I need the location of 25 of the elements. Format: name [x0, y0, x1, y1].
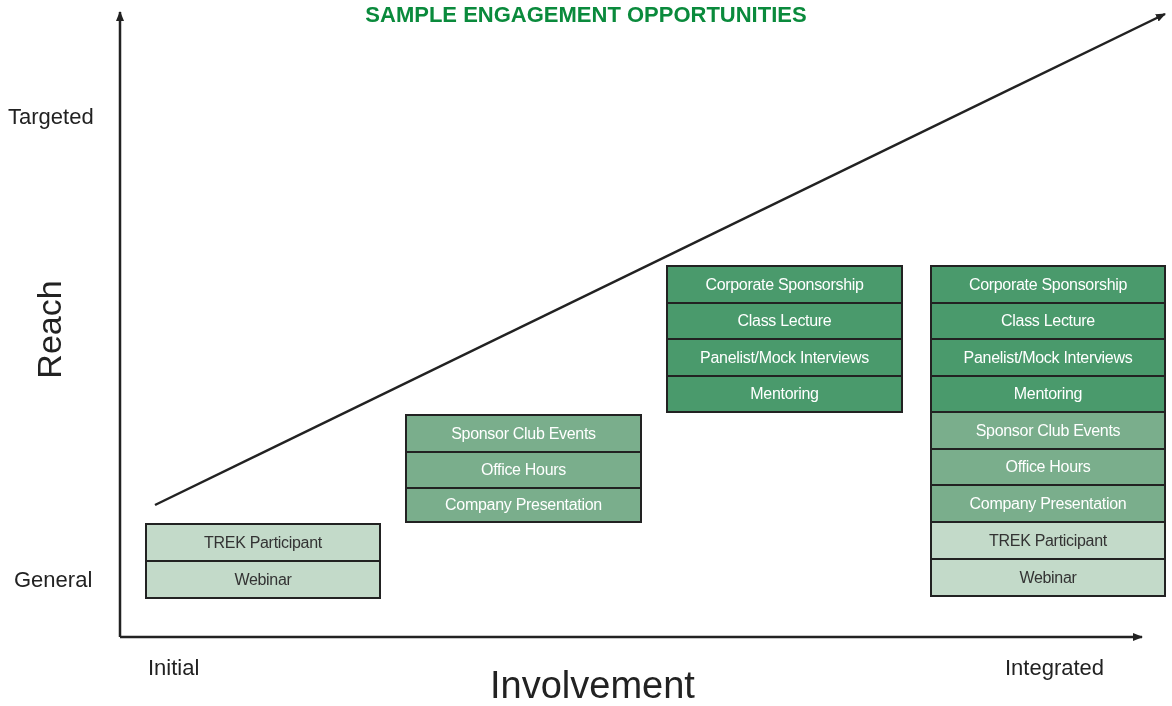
- activity-box: Panelist/Mock Interviews: [930, 338, 1166, 377]
- activity-box: Office Hours: [930, 448, 1166, 486]
- activity-box: Webinar: [930, 558, 1166, 597]
- activity-box: Company Presentation: [405, 487, 642, 523]
- activity-box: Mentoring: [930, 375, 1166, 413]
- axis-tick-label: General: [14, 567, 93, 593]
- activity-box: TREK Participant: [145, 523, 381, 562]
- activity-box: Class Lecture: [666, 302, 903, 340]
- activity-box: Company Presentation: [930, 484, 1166, 523]
- chart-title: SAMPLE ENGAGEMENT OPPORTUNITIES: [364, 2, 808, 28]
- activity-box: Mentoring: [666, 375, 903, 413]
- axis-tick-label: Targeted: [8, 104, 94, 130]
- activity-box: Office Hours: [405, 451, 642, 489]
- axis-tick-label: Integrated: [1005, 655, 1105, 681]
- activity-box: Corporate Sponsorship: [666, 265, 903, 304]
- activity-box: Sponsor Club Events: [930, 411, 1166, 450]
- activity-box: Class Lecture: [930, 302, 1166, 340]
- x-axis-title: Involvement: [490, 664, 695, 706]
- activity-box: Corporate Sponsorship: [930, 265, 1166, 304]
- activity-box: Webinar: [145, 560, 381, 599]
- axis-tick-label: Initial: [148, 655, 200, 681]
- activity-box: Panelist/Mock Interviews: [666, 338, 903, 377]
- activity-box: TREK Participant: [930, 521, 1166, 560]
- activity-box: Sponsor Club Events: [405, 414, 642, 453]
- y-axis-title: Reach: [29, 280, 69, 379]
